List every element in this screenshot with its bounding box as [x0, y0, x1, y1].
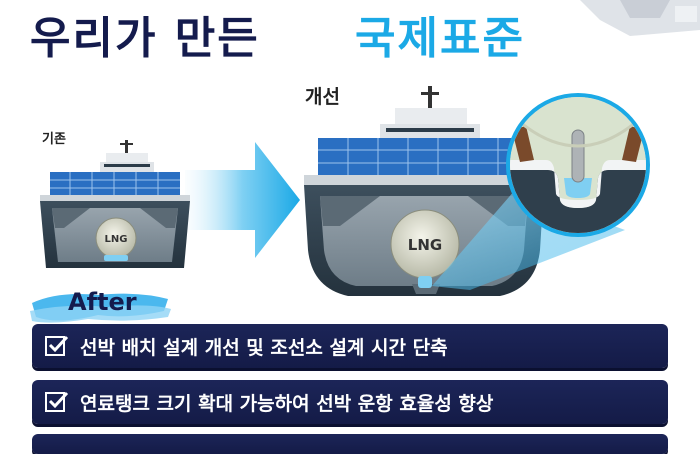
checkbox-icon: [45, 391, 69, 412]
page-title-accent: 국제표준: [355, 13, 525, 64]
after-label: After: [68, 288, 137, 316]
benefit-text: 선박 배치 설계 개선 및 조선소 설계 시간 단축: [80, 336, 448, 359]
new-tank-label: LNG: [408, 236, 442, 254]
decorative-ship-corner: [580, 0, 700, 36]
ship-comparison-illustration: LNG LNG: [40, 86, 650, 296]
benefit-text: 연료탱크 크기 확대 가능하여 선박 운항 효율성 향상: [80, 392, 494, 415]
benefit-row: 선박 배치 설계 개선 및 조선소 설계 시간 단축: [32, 324, 668, 368]
benefit-row: 연료탱크 크기 확대 가능하여 선박 운항 효율성 향상: [32, 380, 668, 424]
new-ship-label: 개선: [305, 86, 340, 108]
after-brush-badge: [30, 293, 171, 323]
magnifier-detail: [506, 93, 650, 237]
title-banner: 우리가 만든 국제표준: [0, 0, 700, 70]
checkbox-icon: [45, 335, 69, 356]
arrow-right-icon: [185, 142, 300, 258]
page-title: 우리가 만든: [30, 13, 260, 64]
old-ship-label: 기존: [42, 132, 66, 147]
old-ship: LNG: [40, 140, 190, 268]
benefit-row-partial: [32, 434, 668, 454]
old-tank-label: LNG: [105, 234, 128, 245]
